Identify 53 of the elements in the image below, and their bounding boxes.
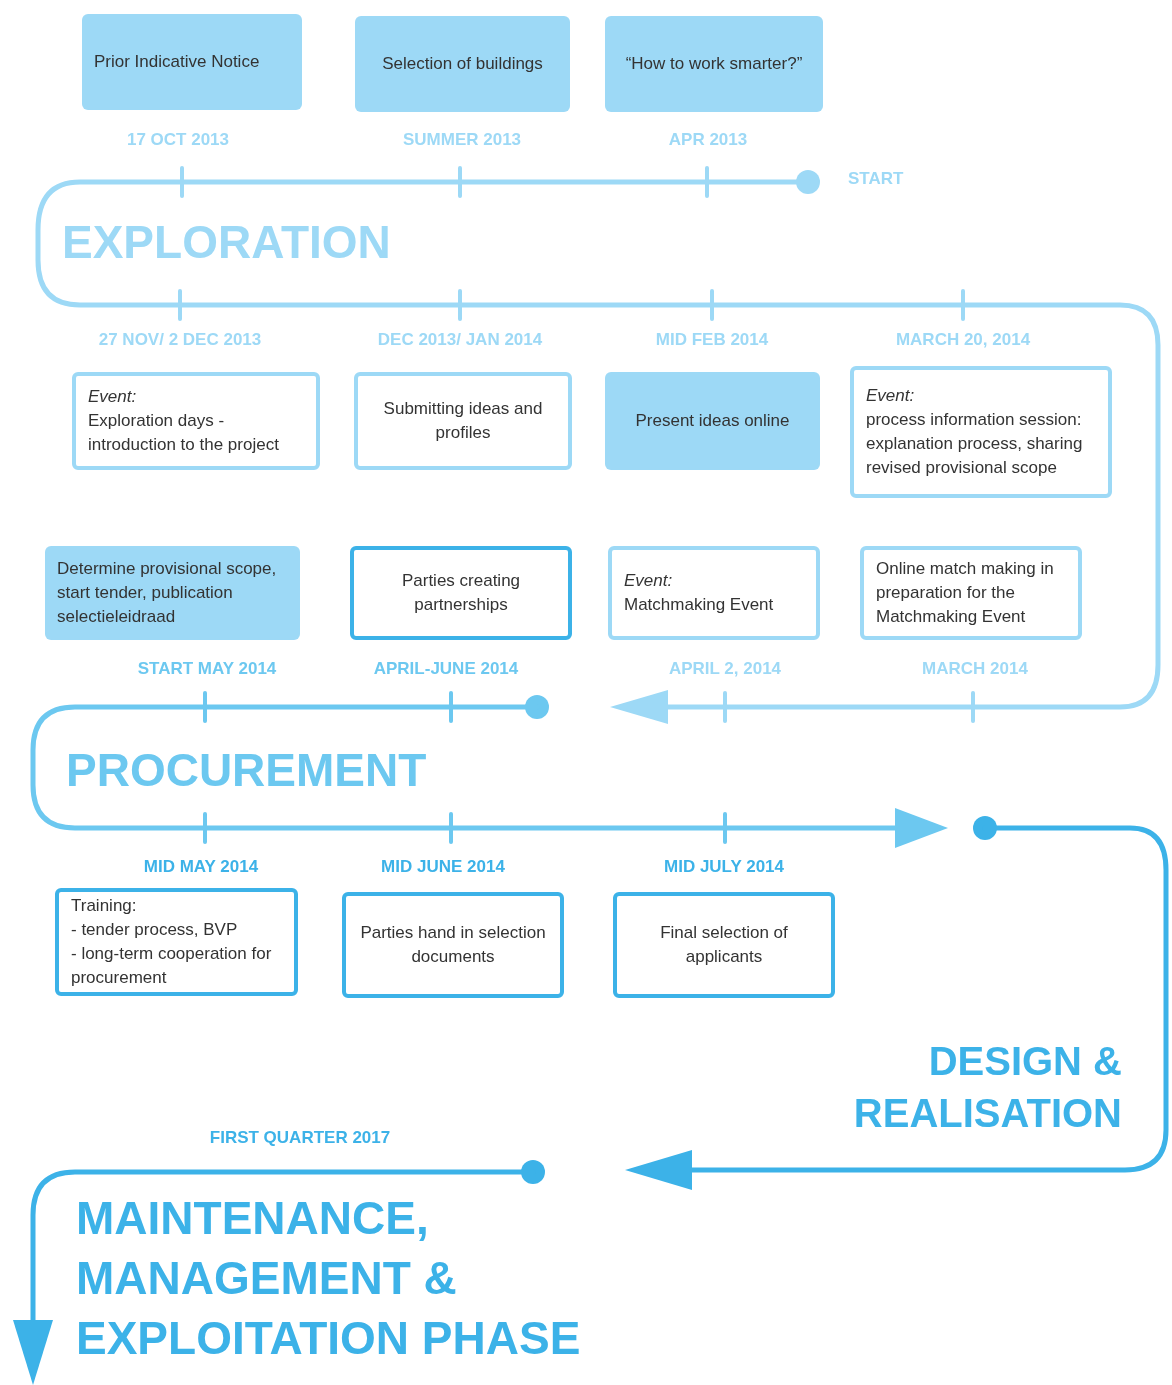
box-heading: Event:	[88, 386, 138, 408]
start-label: START	[848, 168, 905, 190]
date-label: MARCH 20, 2014	[895, 330, 1031, 350]
box-text: process information session: explanation process, sharing revised provisional scope	[866, 409, 1084, 479]
process-box	[82, 14, 302, 110]
phase-title: EXPLORATION	[62, 215, 392, 270]
phase-title: PROCUREMENT	[66, 743, 428, 798]
date-label: DEC 2013/ JAN 2014	[377, 330, 543, 350]
box-text: Training:	[71, 895, 138, 917]
event-box	[608, 546, 820, 640]
date-label: MID FEB 2014	[655, 330, 769, 350]
box-text: Prior Indicative Notice	[94, 51, 261, 73]
date-label: APRIL-JUNE 2014	[373, 659, 519, 679]
date-label: START MAY 2014	[137, 659, 277, 679]
date-label: APRIL 2, 2014	[668, 659, 782, 679]
event-box	[860, 546, 1082, 640]
date-label: MID JUNE 2014	[381, 857, 505, 877]
box-text: - long-term cooperation for procurement	[71, 943, 273, 989]
box-text: “How to work smarter?”	[624, 53, 804, 75]
event-box	[613, 892, 835, 998]
box-text: Determine provisional scope, start tender, publication selectieleidraad	[57, 558, 278, 628]
box-heading: Event:	[866, 385, 916, 407]
event-box	[350, 546, 572, 640]
process-box	[605, 372, 820, 470]
date-label: MID MAY 2014	[143, 857, 259, 877]
process-box	[45, 546, 300, 640]
date-label: 27 NOV/ 2 DEC 2013	[98, 330, 262, 350]
process-box	[355, 16, 570, 112]
box-heading: Event:	[624, 570, 674, 592]
box-text: Selection of buildings	[381, 53, 544, 75]
date-label: MID JULY 2014	[664, 857, 784, 877]
event-box	[342, 892, 564, 998]
date-label: SUMMER 2013	[402, 130, 522, 150]
box-text: Parties creating partnerships	[400, 570, 522, 616]
date-label: MARCH 2014	[922, 659, 1028, 679]
event-box	[55, 888, 298, 996]
phase-title: DESIGN & REALISATION	[852, 1038, 1122, 1137]
date-label: FIRST QUARTER 2017	[208, 1127, 392, 1149]
event-box	[72, 372, 320, 470]
date-label: 17 OCT 2013	[126, 130, 230, 150]
event-box	[850, 366, 1112, 498]
event-box	[354, 372, 572, 470]
box-text: Submitting ideas and profiles	[382, 398, 544, 444]
date-label: APR 2013	[668, 130, 748, 150]
box-text: Exploration days - introduction to the project	[88, 410, 280, 456]
box-text: Present ideas online	[634, 410, 791, 432]
box-text: Parties hand in selection documents	[359, 922, 547, 968]
box-text: Matchmaking Event	[624, 594, 775, 616]
box-text: Final selection of applicants	[659, 922, 789, 968]
box-text: - tender process, BVP	[71, 919, 239, 941]
box-text: Online match making in preparation for the Matchmaking Event	[876, 558, 1055, 628]
phase-title: MAINTENANCE, MANAGEMENT & EXPLOITATION PHASE	[76, 1191, 582, 1366]
process-box	[605, 16, 823, 112]
